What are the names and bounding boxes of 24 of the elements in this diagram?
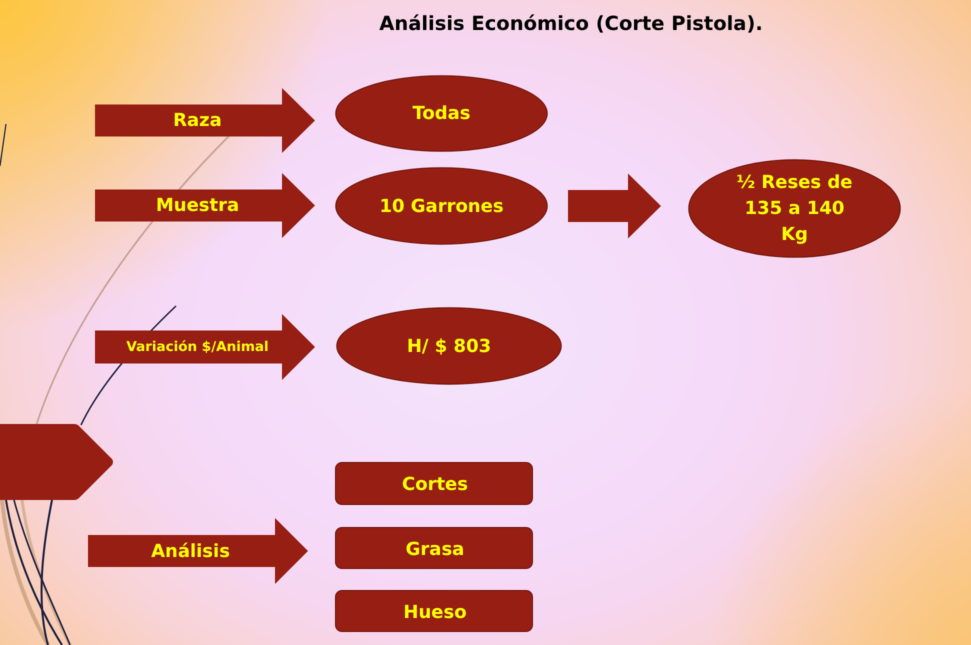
ellipse-node — [336, 307, 562, 385]
block-arrow — [95, 314, 315, 380]
ellipse-label: 10 Garrones — [379, 194, 504, 218]
edge-label: Raza — [173, 109, 222, 132]
ellipse-label: H/ $ 803 — [406, 334, 492, 358]
ellipse-node — [688, 159, 901, 258]
rounded-box — [335, 527, 533, 569]
block-arrow — [95, 88, 315, 153]
edge-label: Análisis — [151, 540, 230, 562]
box-label: Hueso — [403, 600, 467, 624]
edge-label: Variación $/Animal — [126, 338, 269, 356]
box-label: Cortes — [402, 473, 468, 496]
box-label: Grasa — [406, 538, 464, 560]
ellipse-node — [335, 167, 548, 245]
block-arrow — [568, 174, 661, 238]
rounded-box — [335, 590, 533, 632]
block-arrow — [88, 518, 308, 584]
rounded-box — [335, 462, 533, 505]
slide-title: Análisis Económico (Corte Pistola). — [379, 12, 763, 35]
ellipse-label: ½ Reses de 135 a 140 Kg — [736, 170, 854, 246]
ellipse-label: Todas — [412, 102, 470, 125]
ellipse-node — [335, 75, 548, 152]
edge-label: Muestra — [156, 194, 240, 217]
block-arrow — [95, 173, 315, 238]
